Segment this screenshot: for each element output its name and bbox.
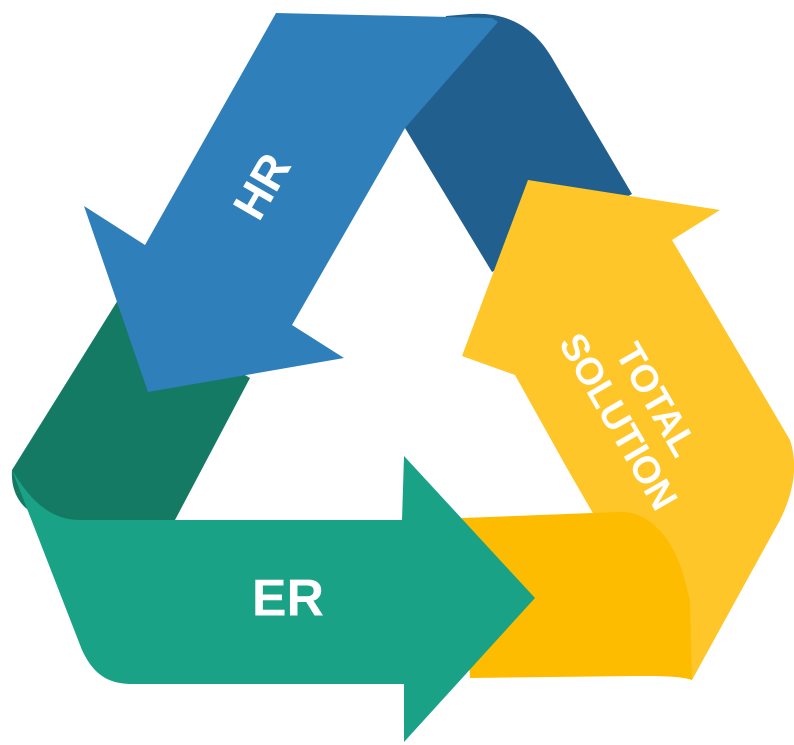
yellow-fold — [462, 511, 692, 680]
er-label: ER — [252, 570, 324, 628]
er-arrow — [12, 456, 535, 742]
total-solution-arrow — [462, 180, 794, 680]
hr-arrow — [84, 13, 498, 392]
